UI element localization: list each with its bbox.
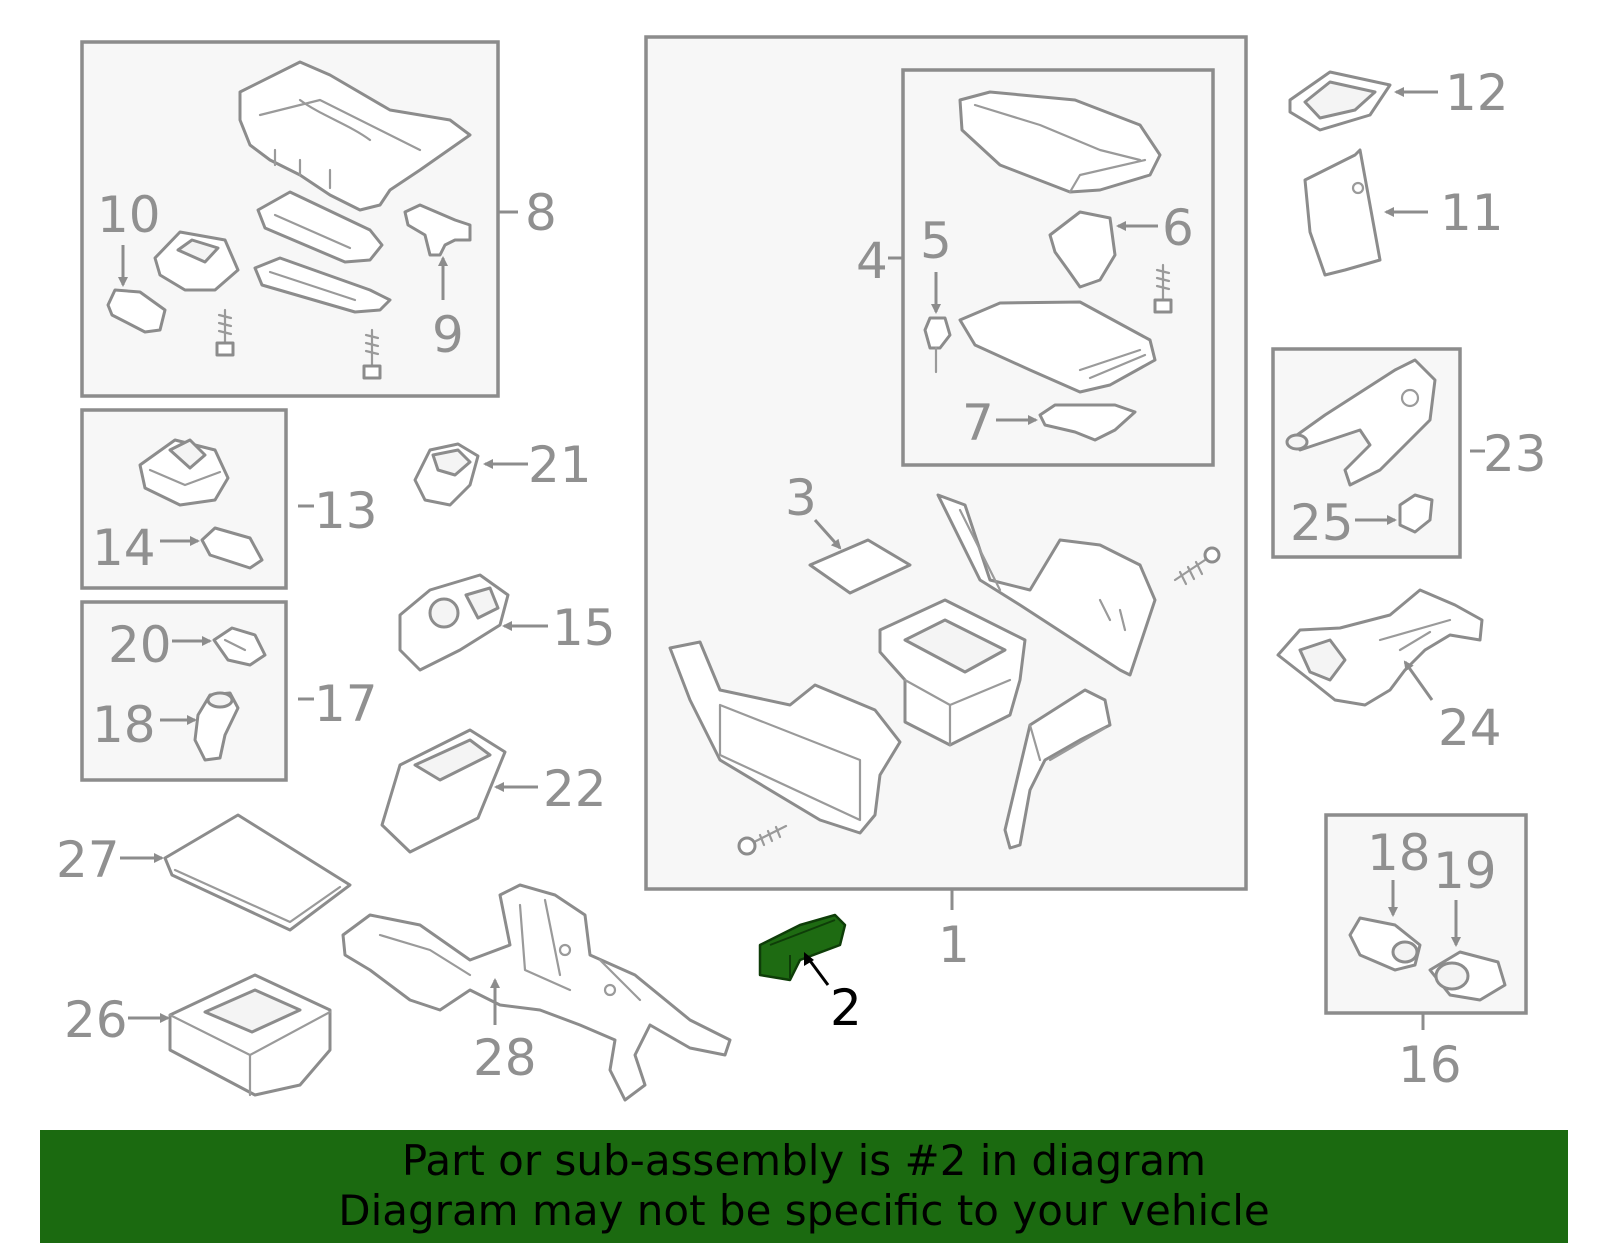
part-13-shifter-base[interactable]: [138, 438, 230, 507]
callout-16: 16: [1398, 1036, 1462, 1094]
group-box-16: 18 19 16: [1324, 813, 1528, 1094]
part-console-side-panel-right[interactable]: [936, 493, 1157, 677]
callout-9: 9: [432, 306, 464, 364]
part-10-bezel[interactable]: [153, 230, 240, 292]
part-6-latch[interactable]: [1048, 210, 1117, 289]
screw-icon: [737, 824, 788, 856]
callout-10: 10: [97, 186, 161, 244]
part-24-duct[interactable]: [1276, 588, 1484, 707]
callout-15: 15: [552, 599, 616, 657]
callout-27: 27: [56, 831, 120, 889]
callout-19: 19: [1433, 842, 1497, 900]
part-26-module[interactable]: [168, 973, 332, 1097]
part-storage-bin[interactable]: [878, 598, 1027, 747]
part-28-bracket[interactable]: [341, 883, 732, 1102]
group-box-13: 13 14: [80, 408, 378, 590]
part-9-bracket[interactable]: [403, 203, 472, 257]
callout-13: 13: [314, 482, 378, 540]
callout-2: 2: [830, 979, 862, 1037]
part-trim-strip-upper[interactable]: [256, 190, 384, 264]
part-console-side-panel-left[interactable]: [668, 640, 902, 835]
callout-22: 22: [543, 760, 607, 818]
callout-3: 3: [785, 469, 817, 527]
part-11-panel[interactable]: [1303, 148, 1382, 277]
callout-11: 11: [1440, 184, 1504, 242]
part-18-lighter-socket[interactable]: [1348, 916, 1422, 972]
part-3-pad[interactable]: [808, 538, 912, 595]
part-trim-strip-lower[interactable]: [253, 256, 392, 314]
screw-icon: [215, 308, 235, 357]
part-7-clip[interactable]: [1038, 403, 1137, 442]
notice-banner: Part or sub-assembly is #2 in diagram Di…: [40, 1130, 1568, 1243]
group-box-23: 23 25: [1271, 347, 1547, 559]
callout-12: 12: [1445, 64, 1509, 122]
callout-17: 17: [314, 675, 378, 733]
callout-24: 24: [1438, 699, 1502, 757]
screw-icon: [362, 328, 382, 380]
part-25-clip[interactable]: [1398, 493, 1434, 534]
part-2-highlighted[interactable]: [758, 913, 847, 982]
callout-7: 7: [962, 394, 994, 452]
part-18-socket[interactable]: [193, 691, 240, 762]
callout-21: 21: [528, 436, 592, 494]
callout-18-right: 18: [1367, 824, 1431, 882]
part-27-mat[interactable]: [163, 813, 352, 932]
group-box-1: 4 5 6 7 3: [644, 35, 1248, 974]
banner-line-2: Diagram may not be specific to your vehi…: [338, 1186, 1270, 1235]
part-15-switch-panel[interactable]: [398, 573, 510, 672]
part-14-clip[interactable]: [200, 526, 264, 570]
callout-20: 20: [108, 616, 172, 674]
part-22-pocket[interactable]: [380, 728, 507, 854]
callout-1: 1: [938, 916, 970, 974]
callout-6: 6: [1162, 199, 1194, 257]
callout-5: 5: [920, 212, 952, 270]
callout-26: 26: [64, 991, 128, 1049]
box-16-frame: [1324, 813, 1528, 1015]
part-19-cap[interactable]: [1428, 950, 1507, 1002]
group-box-8: 8 10 9: [80, 40, 557, 398]
part-shifter-bezel[interactable]: [238, 60, 472, 212]
part-20-cap[interactable]: [212, 626, 267, 667]
callout-14: 14: [92, 519, 156, 577]
callout-8: 8: [525, 184, 557, 242]
banner-line-1: Part or sub-assembly is #2 in diagram: [401, 1136, 1207, 1185]
screw-icon: [1153, 263, 1173, 314]
part-10-clip[interactable]: [106, 288, 167, 334]
callout-23: 23: [1483, 425, 1547, 483]
screw-icon: [1173, 546, 1221, 586]
part-12-tray[interactable]: [1288, 70, 1392, 132]
callout-25: 25: [1290, 494, 1354, 552]
callout-4: 4: [856, 232, 888, 290]
part-lid-inner-panel[interactable]: [958, 300, 1157, 394]
part-23-handle[interactable]: [1285, 358, 1437, 487]
callout-28: 28: [473, 1029, 537, 1087]
box-17-frame: [80, 600, 288, 782]
part-5-hinge-pin[interactable]: [923, 316, 952, 374]
callout-18-left: 18: [92, 696, 156, 754]
part-21-switch[interactable]: [413, 442, 480, 507]
group-box-17: 17 20 18: [80, 600, 378, 782]
part-armrest-lid[interactable]: [958, 90, 1162, 194]
part-console-front-trim[interactable]: [1003, 688, 1112, 850]
